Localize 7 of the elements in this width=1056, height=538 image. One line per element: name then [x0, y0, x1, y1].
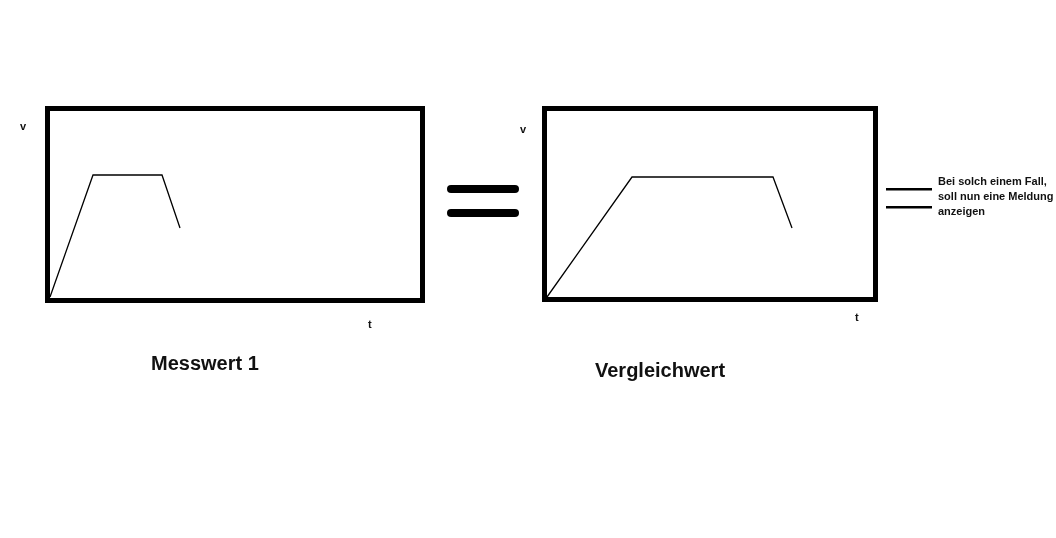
- note-text: Bei solch einem Fall, soll nun eine Meldung anzeigen: [938, 174, 1055, 219]
- axis-label: v: [20, 120, 27, 132]
- chart-caption: Messwert 1: [151, 352, 259, 375]
- axis-label: v: [520, 123, 527, 135]
- axis-label: t: [855, 311, 859, 323]
- axis-label: t: [368, 318, 372, 330]
- chart-caption: Vergleichwert: [595, 359, 726, 382]
